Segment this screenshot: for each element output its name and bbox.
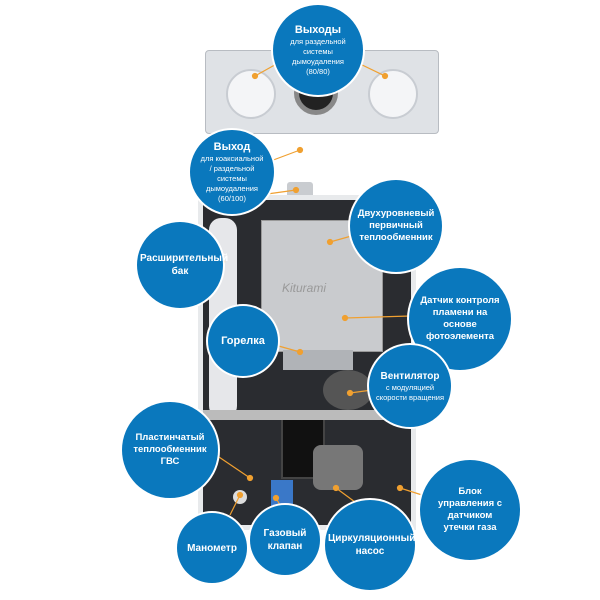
callout-fan: Вентилятор с модуляцией скорости вращени… xyxy=(369,345,451,427)
callout-control-unit: Блок управления с датчиком утечки газа xyxy=(420,460,520,560)
pump xyxy=(313,445,363,490)
callout-circulation-pump: Циркуляционный насос xyxy=(325,500,415,590)
callout-flue-outlets-80-80: Выходы для раздельной системы дымоудален… xyxy=(273,5,363,95)
callout-pressure-gauge: Манометр xyxy=(177,513,247,583)
frame-bar xyxy=(203,410,411,420)
flue-outlet-right xyxy=(368,69,418,119)
callout-primary-heat-exchanger: Двухуровневый первичный теплообменник xyxy=(350,180,442,272)
callout-flue-outlet-60-100: Выход для коаксиальной / раздельной сист… xyxy=(190,130,274,214)
brand-logo: Kiturami xyxy=(282,281,327,295)
flue-outlet-left xyxy=(226,69,276,119)
callout-gas-valve: Газовый клапан xyxy=(250,505,320,575)
fan xyxy=(323,370,373,410)
callout-dhw-plate-heat-exchanger: Пластинчатый теплообменник ГВС xyxy=(122,402,218,498)
gas-valve xyxy=(271,480,293,510)
flue-pipe xyxy=(287,182,313,198)
callout-burner: Горелка xyxy=(208,306,278,376)
callout-expansion-tank: Расширительный бак xyxy=(137,222,228,308)
